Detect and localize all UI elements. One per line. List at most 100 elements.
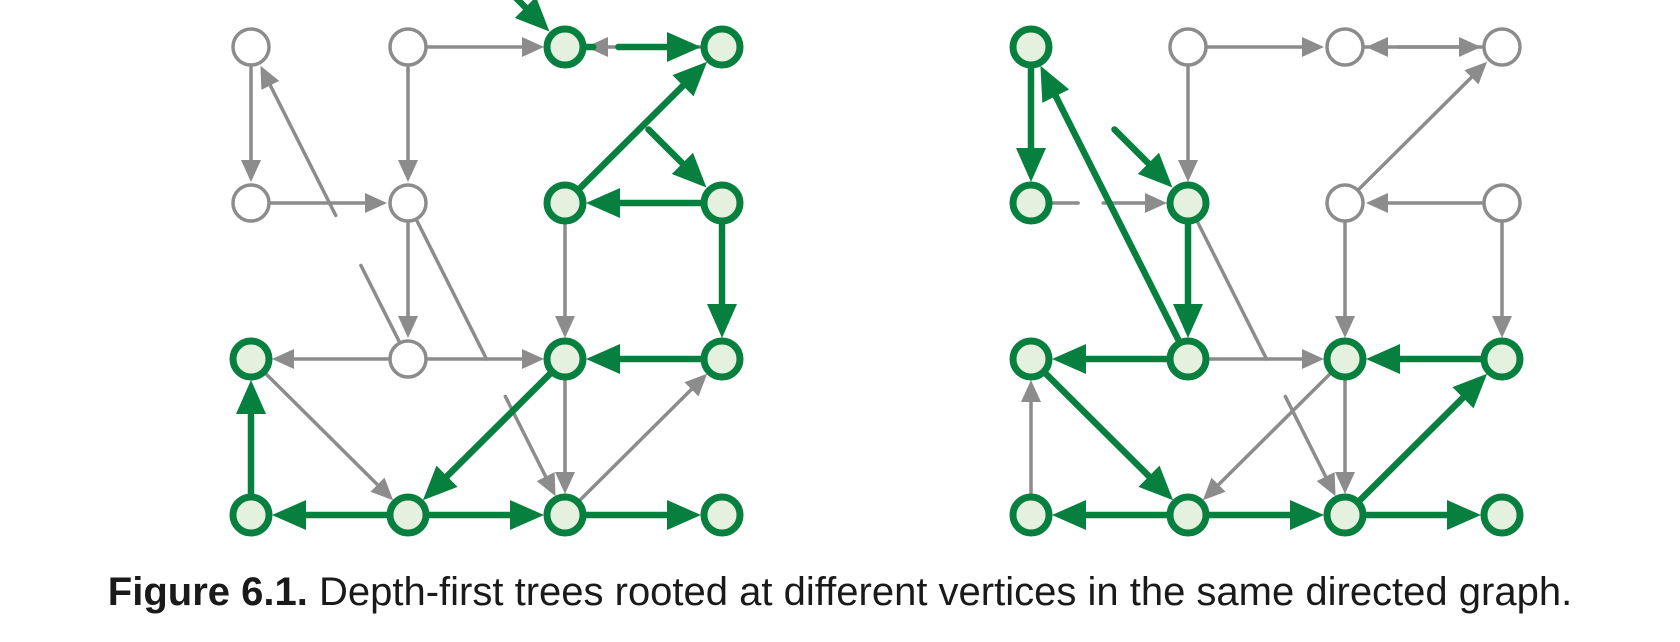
edge-d2-d3-arrowhead (1492, 316, 1512, 338)
edge-a3-b4 (1041, 369, 1174, 501)
vertex-a1 (1009, 25, 1053, 69)
edge-c3-b4 (1202, 371, 1333, 501)
edge-c3-c4 (555, 377, 575, 494)
edge-c4-d4-arrowhead (667, 500, 701, 530)
edge-b4-c4-arrowhead (1290, 500, 1324, 530)
edge-c4-d3-arrowhead (684, 373, 708, 397)
edge-c3-b4-arrowhead (1202, 477, 1226, 501)
edge-b2-b3-arrowhead (1173, 304, 1203, 338)
edge-d3-c3 (586, 344, 706, 374)
edge-c2-d1-line (575, 81, 688, 193)
vertex-b1 (1168, 27, 1208, 67)
edge-d2-d3-arrowhead (707, 304, 737, 338)
edge-b3-c3 (1206, 349, 1324, 369)
edge-c3-b4 (422, 369, 555, 501)
edge-c4-d3-line (1355, 393, 1468, 505)
root-arrow-d2-line (645, 126, 689, 170)
vertex-c3 (543, 337, 587, 381)
vertex-b3 (1166, 337, 1210, 381)
caption-text: Depth-first trees rooted at different ve… (307, 570, 1573, 614)
edge-b1-c1-arrowhead (522, 37, 544, 57)
edge-b1-b2-arrowhead (398, 160, 418, 182)
vertex-c4 (543, 493, 587, 537)
root-arrow-d2 (645, 126, 707, 188)
edge-d2-c2-arrowhead (586, 188, 620, 218)
edge-b2-b3-arrowhead (398, 316, 418, 338)
root-arrow-b2-arrowhead (1137, 152, 1173, 188)
edge-a2-b2 (269, 193, 387, 213)
edge-a3-b4-line (1041, 369, 1154, 481)
edge-d1-c1-arrowhead (1366, 37, 1388, 57)
edge-b1-c1 (426, 37, 544, 57)
edge-b1-b2 (398, 65, 418, 182)
edge-b2-b3 (398, 221, 418, 338)
vertex-a2 (231, 183, 271, 223)
figure-caption: Figure 6.1. Depth-first trees rooted at … (0, 570, 1680, 615)
vertex-d2 (1482, 183, 1522, 223)
edge-d2-c2-arrowhead (1366, 193, 1388, 213)
edge-b4-a4-arrowhead (1052, 500, 1086, 530)
root-arrow-c1-line (513, 0, 532, 14)
edge-b1-b2 (1178, 65, 1198, 182)
edge-d3-c3 (1366, 344, 1486, 374)
edge-d2-d3 (707, 219, 737, 338)
edge-b3-a1-line (1051, 91, 1183, 345)
root-arrow-d2-arrowhead (671, 152, 707, 188)
edge-a3-b4-arrowhead (1138, 465, 1174, 501)
edge-a4-a3-arrowhead (1021, 380, 1041, 402)
edge-b3-a1 (260, 65, 401, 343)
vertex-a3 (229, 337, 273, 381)
edge-b3-a1-arrowhead (260, 65, 280, 90)
edge-d3-c3-arrowhead (586, 344, 620, 374)
edge-d2-c2 (586, 188, 706, 218)
vertex-a4 (229, 493, 273, 537)
edge-b2-b3 (1173, 219, 1203, 338)
edge-c3-b4-arrowhead (422, 465, 458, 501)
edge-b4-c4 (1204, 500, 1324, 530)
edge-c4-d3-arrowhead (1452, 373, 1488, 409)
edge-c4-d3 (1355, 373, 1488, 505)
vertex-d4 (700, 493, 744, 537)
vertex-c1 (1325, 27, 1365, 67)
vertex-d3 (1480, 337, 1524, 381)
edge-a2-b2-arrowhead (1145, 193, 1167, 213)
edge-b3-c3-arrowhead (1302, 349, 1324, 369)
edge-c2-d1 (1357, 61, 1488, 191)
edge-b3-a3-arrowhead (1052, 344, 1086, 374)
edge-d1-c1-arrowhead (586, 37, 608, 57)
edge-a3-b4-line (263, 371, 381, 488)
vertex-c4 (1323, 493, 1367, 537)
vertex-b3 (388, 339, 428, 379)
edge-c4-d4-arrowhead (1447, 500, 1481, 530)
edge-b3-a1-segment (267, 81, 338, 218)
edge-c3-c4 (1335, 377, 1355, 494)
edge-b3-a3 (1052, 344, 1172, 374)
edge-b3-a3-arrowhead (272, 349, 294, 369)
vertex-a2 (1009, 181, 1053, 225)
edge-c3-b4-line (1215, 371, 1333, 488)
edge-d2-d3 (1492, 221, 1512, 338)
edge-c2-c3 (1335, 221, 1355, 338)
edge-b1-c1-arrowhead (1302, 37, 1324, 57)
edges (1016, 37, 1512, 530)
edge-a3-b4-arrowhead (370, 477, 394, 501)
edge-b4-c4-arrowhead (510, 500, 544, 530)
edge-c2-d1-arrowhead (672, 61, 708, 97)
edge-a4-a3 (236, 380, 266, 499)
vertex-a3 (1009, 337, 1053, 381)
vertex-c3 (1323, 337, 1367, 381)
edge-b4-a4-arrowhead (272, 500, 306, 530)
edge-c2-c3-arrowhead (1335, 316, 1355, 338)
edge-d3-c3-arrowhead (1366, 344, 1400, 374)
edge-d2-c2 (1366, 193, 1484, 213)
edge-b2-c4-arrowhead (536, 472, 556, 497)
vertex-b2 (388, 183, 428, 223)
edge-a1-a2-arrowhead (1016, 148, 1046, 182)
root-arrow-c1-arrowhead (514, 0, 550, 32)
edge-b4-a4 (1052, 500, 1172, 530)
edge-a4-a3-arrowhead (236, 380, 266, 414)
edge-c2-c3-arrowhead (555, 316, 575, 338)
vertex-d1 (1482, 27, 1522, 67)
edge-b1-c1 (1206, 37, 1324, 57)
edge-c2-d1-arrowhead (1464, 61, 1488, 85)
